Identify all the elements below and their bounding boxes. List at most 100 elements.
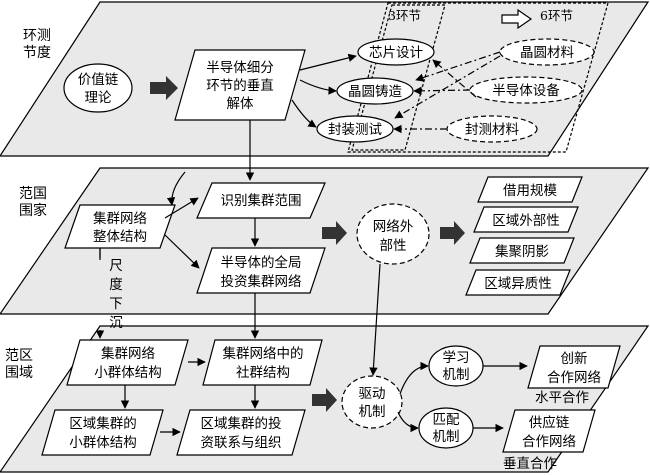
zone-label-char: 围: [19, 203, 33, 219]
svg-text:匹配: 匹配: [433, 412, 460, 428]
svg-text:机制: 机制: [359, 404, 386, 420]
svg-text:创新: 创新: [561, 351, 588, 367]
three-links-label: 3环节: [388, 8, 421, 23]
regional-small-node: [41, 409, 164, 456]
zone-label-char: 度: [37, 45, 51, 61]
svg-text:集群网络: 集群网络: [101, 346, 155, 362]
regional-het-node: [465, 269, 571, 296]
identify-cluster-node: [196, 182, 326, 219]
supply-net-node: [502, 409, 596, 453]
vertical-label: 垂直合作: [503, 456, 557, 472]
community-node: [202, 339, 323, 386]
svg-text:资联系与组织: 资联系与组织: [201, 435, 282, 451]
block-arrow-icon: [440, 221, 465, 245]
edge-equip-chip: [432, 59, 477, 98]
outline-arrow-icon: [501, 8, 533, 30]
regional-ext-node: [473, 206, 579, 233]
six-links-label: 6环节: [540, 8, 573, 23]
svg-text:部性: 部性: [380, 238, 407, 254]
edge-split-package: [291, 99, 317, 128]
svg-text:社群结构: 社群结构: [236, 365, 290, 381]
svg-text:机制: 机制: [443, 367, 470, 383]
zone-label-char: 国: [33, 186, 47, 202]
small-group-node: [66, 339, 189, 386]
svg-text:封测材料: 封测材料: [465, 122, 519, 138]
wafer-material-node: [499, 38, 595, 66]
svg-text:合作网络: 合作网络: [522, 434, 576, 450]
svg-text:区域异质性: 区域异质性: [484, 276, 552, 292]
svg-text:芯片设计: 芯片设计: [369, 45, 423, 61]
zone-label-char: 测: [37, 28, 51, 44]
externality-node: [356, 203, 430, 265]
zone-label-char: 围: [5, 365, 19, 381]
svg-text:区域集群的投: 区域集群的投: [201, 416, 282, 432]
zone-label-char: 范: [19, 185, 33, 202]
svg-text:网络外: 网络外: [373, 219, 414, 235]
block-arrow-icon: [322, 221, 347, 245]
wafer-casting-node: [336, 77, 414, 105]
svg-text:小群体结构: 小群体结构: [94, 365, 162, 381]
edge-equip-casting: [413, 86, 471, 96]
zone-label-char: 区: [19, 348, 33, 364]
svg-text:集群网络: 集群网络: [93, 211, 147, 227]
svg-text:区域集群的: 区域集群的: [69, 416, 137, 432]
svg-text:投资集群网络: 投资集群网络: [221, 274, 302, 290]
svg-text:小群体结构: 小群体结构: [69, 435, 137, 451]
edge-driver-matching: [397, 411, 419, 433]
svg-text:借用规模: 借用规模: [503, 183, 557, 199]
scale-down-label-3: 下: [109, 296, 123, 312]
block-arrow-icon: [312, 388, 337, 412]
svg-text:识别集群范围: 识别集群范围: [221, 193, 302, 209]
svg-text:晶圆材料: 晶圆材料: [520, 45, 574, 61]
svg-text:集聚阴影: 集聚阴影: [495, 244, 549, 260]
edge-driver-learning: [399, 361, 429, 395]
svg-text:合作网络: 合作网络: [547, 370, 601, 386]
svg-text:区域外部性: 区域外部性: [492, 213, 560, 229]
svg-text:封装测试: 封装测试: [328, 122, 382, 138]
global-invest-node: [196, 247, 326, 294]
edge-externality-driver: [369, 263, 381, 376]
regional-invest-node: [176, 409, 306, 456]
edge-top-whole: [166, 171, 186, 206]
edge-split-wafer: [299, 79, 337, 95]
svg-text:半导体的全局: 半导体的全局: [221, 254, 302, 271]
agglom-shadow-node: [469, 237, 575, 264]
scale-down-label-4: 沉: [109, 315, 123, 331]
block-arrow-icon: [150, 76, 178, 100]
cluster-whole-node: [64, 204, 176, 249]
edge-split-chip: [299, 53, 357, 71]
edge-whole-global: [164, 234, 200, 269]
six-links-frame: [347, 2, 609, 153]
scale-down-label-2: 度: [109, 277, 123, 293]
svg-text:机制: 机制: [433, 429, 460, 445]
edge-whole-identify: [164, 197, 199, 219]
svg-text:环节的垂直: 环节的垂直: [206, 78, 274, 94]
horizontal-label: 水平合作: [535, 390, 589, 406]
chip-design-node: [357, 38, 435, 66]
vertical-split-node: [174, 49, 306, 121]
svg-text:晶圆铸造: 晶圆铸造: [348, 84, 402, 100]
svg-text:整体结构: 整体结构: [93, 229, 147, 245]
zone-label-char: 节: [23, 45, 37, 61]
svg-text:半导体设备: 半导体设备: [492, 82, 560, 99]
value-chain-node: [63, 63, 133, 113]
svg-text:供应链: 供应链: [529, 414, 570, 431]
zone-label-char: 域: [19, 365, 33, 381]
svg-text:理论: 理论: [85, 90, 112, 106]
borrow-scale-node: [477, 176, 583, 203]
zone-label-char: 范: [5, 347, 19, 364]
svg-text:价值链: 价值链: [78, 72, 119, 88]
svg-text:解体: 解体: [227, 96, 254, 112]
svg-text:半导体细分: 半导体细分: [206, 60, 274, 76]
driver-node: [341, 375, 403, 429]
zone-label-char: 家: [33, 202, 47, 219]
scale-down-label-1: 尺: [109, 258, 123, 274]
svg-text:驱动: 驱动: [359, 386, 386, 402]
svg-text:集群网络中的: 集群网络中的: [223, 346, 304, 362]
package-test-node: [316, 115, 394, 143]
